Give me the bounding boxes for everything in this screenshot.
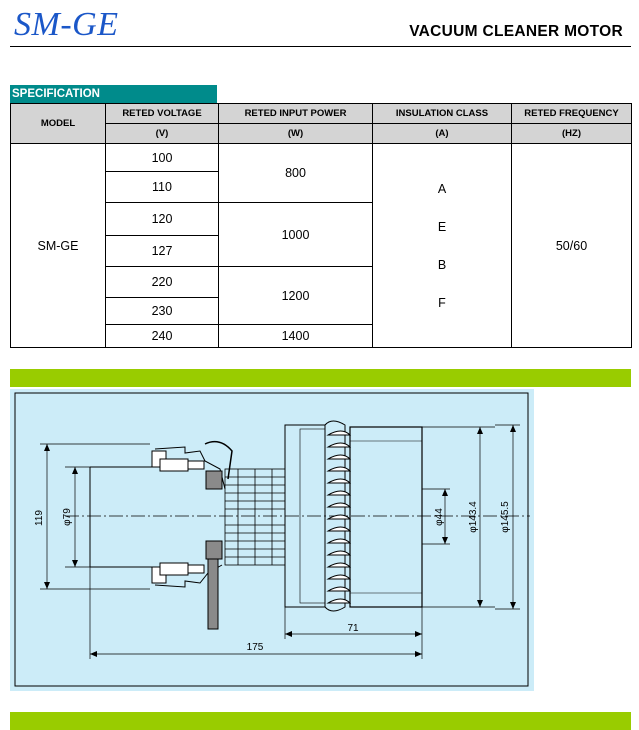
- dimension-label-dia-44: φ44: [434, 508, 445, 526]
- power-cell: 1000: [218, 202, 373, 267]
- dimension-dia-79: [65, 466, 90, 568]
- voltage-cell: 120: [105, 202, 219, 236]
- power-cell: 1200: [218, 266, 373, 325]
- voltage-cell: 127: [105, 235, 219, 267]
- brush-holder: [151, 440, 233, 630]
- dimension-119: [40, 443, 150, 590]
- frequency-cell: 50/60: [511, 143, 632, 348]
- table-header-row: MODEL RETED VOLTAGE RETED INPUT POWER IN…: [10, 103, 632, 144]
- column-header-frequency: RETED FREQUENCY: [511, 103, 632, 124]
- insulation-class: E: [437, 219, 447, 234]
- insulation-class: F: [438, 295, 446, 310]
- page-title: VACUUM CLEANER MOTOR: [409, 23, 623, 40]
- dimension-label-dia-145-5: φ145.5: [500, 501, 511, 533]
- motor-technical-drawing: 119 φ79 φ44 φ143.4 φ145.5: [10, 389, 534, 691]
- fan-housing: [284, 420, 423, 612]
- dimension-label-dia-143-4: φ143.4: [468, 501, 479, 533]
- voltage-cell: 220: [105, 266, 219, 298]
- footer-divider-bar: [10, 712, 631, 730]
- table-row: 110: [11, 171, 632, 203]
- power-cell: 1400: [218, 324, 373, 348]
- column-header-insulation: INSULATION CLASS: [372, 103, 512, 124]
- drawing-frame: [14, 392, 529, 687]
- outlet-tube: [89, 466, 152, 568]
- insulation-class: A: [437, 181, 447, 196]
- column-header-model: MODEL: [10, 103, 106, 144]
- model-cell: SM-GE: [10, 143, 106, 348]
- voltage-cell: 100: [105, 143, 219, 172]
- specification-label: SPECIFICATION: [10, 85, 217, 103]
- column-unit-power: (W): [218, 123, 373, 144]
- dimension-71: [284, 607, 423, 639]
- dimension-label-dia-79: φ79: [62, 508, 73, 526]
- power-cell: 800: [218, 143, 373, 203]
- table-row: 120 1000: [11, 202, 632, 267]
- section-divider-bar: [10, 369, 631, 387]
- dimension-dia-143-4: [422, 426, 495, 608]
- dimension-label-71: 71: [347, 623, 359, 634]
- column-header-power: RETED INPUT POWER: [218, 103, 373, 124]
- voltage-cell: 240: [105, 324, 219, 348]
- dimension-label-119: 119: [34, 510, 45, 526]
- stator-stack: [224, 468, 286, 566]
- table-row: 240 1400: [11, 324, 632, 348]
- column-unit-voltage: (V): [105, 123, 219, 144]
- dimension-dia-44: [422, 488, 450, 545]
- voltage-cell: 110: [105, 171, 219, 203]
- insulation-class: B: [437, 257, 447, 272]
- brand-logo-text: SM-GE: [14, 6, 119, 43]
- voltage-cell: 230: [105, 297, 219, 325]
- insulation-cell: A E B F: [372, 143, 512, 348]
- column-unit-frequency: (HZ): [511, 123, 632, 144]
- dimension-dia-145-5: [495, 424, 520, 610]
- specification-table: MODEL RETED VOLTAGE RETED INPUT POWER IN…: [10, 103, 632, 348]
- header-divider: [10, 46, 631, 47]
- table-row: 230: [11, 297, 632, 325]
- dimension-label-175: 175: [247, 642, 264, 653]
- dimension-175: [89, 567, 423, 659]
- column-unit-insulation: (A): [372, 123, 512, 144]
- table-row: SM-GE 100 800 A E B F 50/60: [10, 143, 632, 348]
- column-header-voltage: RETED VOLTAGE: [105, 103, 219, 124]
